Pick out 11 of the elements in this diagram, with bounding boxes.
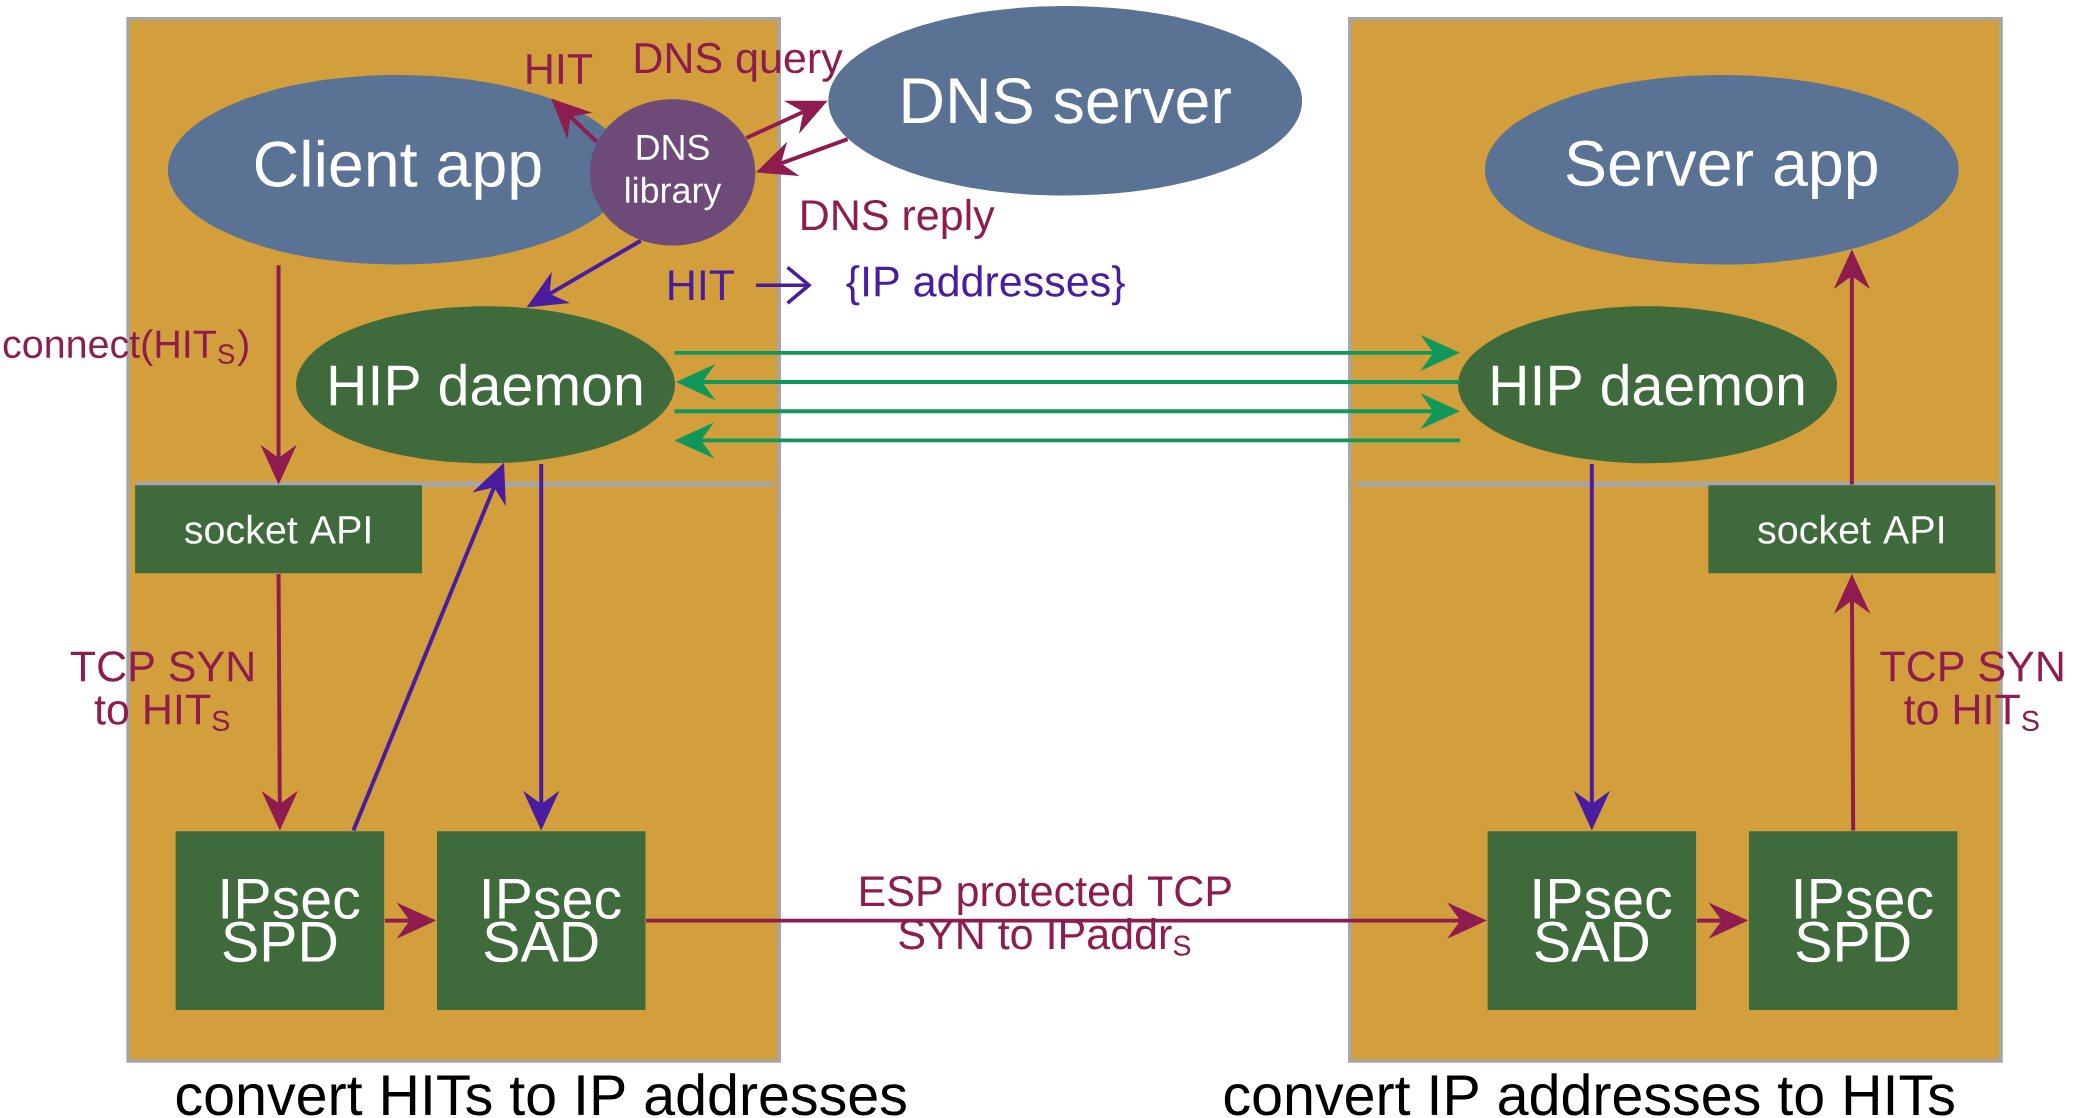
ipsec-box: IPsec SPD: [175, 831, 385, 1010]
edge-label: DNS reply: [802, 198, 995, 239]
ipsec-box: IPsec SAD: [1487, 831, 1697, 1010]
ipsec-box: IPsec SAD: [437, 831, 646, 1010]
api-box: socket API: [1708, 485, 1996, 574]
ipsec-box: IPsec SPD: [1748, 831, 1958, 1010]
panel-caption: convert IP addresses to HITs: [1224, 1073, 1954, 1116]
note-label: {IP addresses}: [846, 265, 1125, 306]
note-label: HIT: [669, 270, 735, 300]
panel-caption: convert HITs to IP addresses: [176, 1073, 906, 1116]
api-box: socket API: [135, 485, 423, 574]
